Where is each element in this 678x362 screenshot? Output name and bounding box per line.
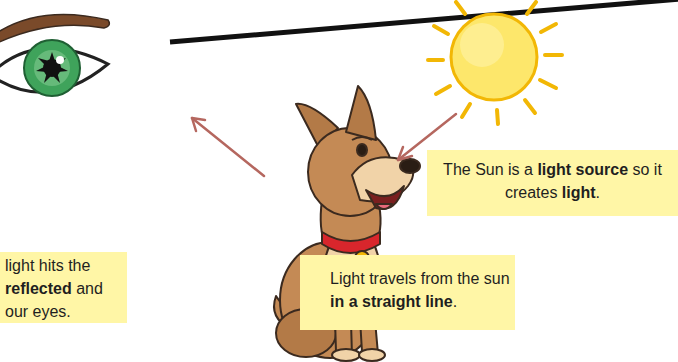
sun-ray <box>540 80 556 88</box>
dog-paw <box>332 349 360 361</box>
dog-mouth <box>366 186 404 209</box>
note-text: Light travels from the sun in a straight… <box>330 267 512 313</box>
text-run: Light travels from the sun <box>330 270 510 287</box>
sun-ray <box>497 110 498 124</box>
arrow-head <box>398 147 412 160</box>
black-line <box>170 0 678 42</box>
sun-highlight <box>460 23 504 67</box>
bold-run: light <box>562 184 596 201</box>
sun-ray <box>545 53 562 57</box>
sun-rays <box>428 2 562 124</box>
bold-run: light source <box>537 161 628 178</box>
sun-ray <box>434 26 448 34</box>
sun-ray <box>428 58 443 62</box>
note-text: The Sun is a light source so it creates … <box>442 158 664 204</box>
dog-tongue <box>376 204 392 209</box>
light-ray-arrow <box>192 118 264 176</box>
light-arrows <box>192 114 456 176</box>
note-box: The Sun is a light source so it creates … <box>427 150 678 216</box>
dog-ear <box>346 86 376 140</box>
note-box: Light travels from the sun in a straight… <box>300 255 515 330</box>
bold-run: in a straight line <box>330 293 453 310</box>
eye-iris-light <box>34 50 70 86</box>
dog-eye <box>357 144 367 156</box>
text-run: . <box>453 293 457 310</box>
dog-collar <box>322 232 380 253</box>
bold-run: reflected <box>5 280 72 297</box>
sun-ray <box>462 104 470 117</box>
sun-ray <box>525 100 535 113</box>
sun-ray <box>456 2 465 14</box>
sun-ray <box>541 24 556 32</box>
sun-ray <box>527 2 536 14</box>
eye-white <box>0 48 108 92</box>
dog-nose <box>400 159 420 173</box>
text-run: light hits the <box>5 257 90 274</box>
dog-paw <box>359 349 385 361</box>
sun-ray <box>436 86 450 94</box>
text-run: . <box>596 184 600 201</box>
dog-brow <box>352 137 372 140</box>
note-text: light hits the reflected and our eyes. <box>5 254 117 323</box>
note-box: light hits the reflected and our eyes. <box>0 252 127 323</box>
text-run: The Sun is a <box>443 161 537 178</box>
sun <box>451 14 537 100</box>
eye-pupil <box>36 52 68 83</box>
arrow-head <box>192 118 205 131</box>
eye-highlight <box>56 56 64 64</box>
eye-iris <box>24 40 80 96</box>
